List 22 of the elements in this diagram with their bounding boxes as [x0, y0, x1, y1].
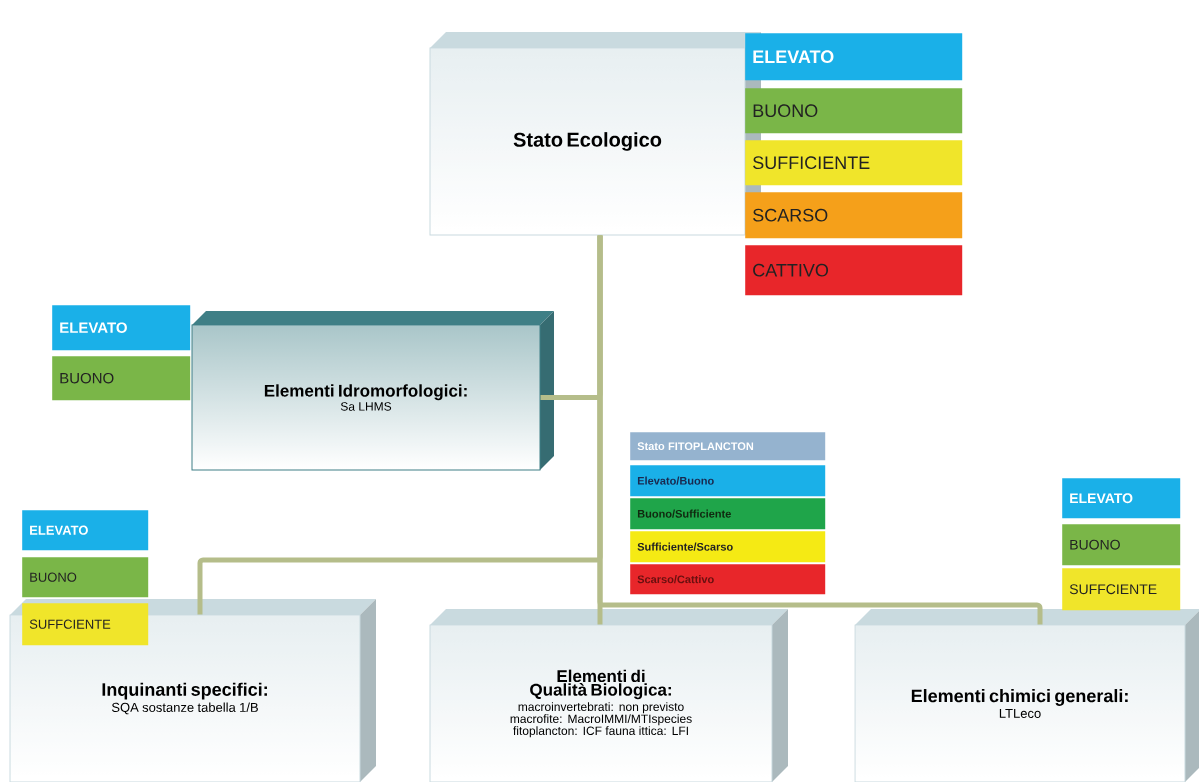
level-bar: SUFFICIENTE: [745, 140, 963, 186]
level-bar: ELEVATO: [52, 305, 191, 351]
level-bar: Elevato/Buono: [630, 465, 826, 497]
box-3d: Elementi Idromorfologici: Sa LHMS: [191, 311, 554, 471]
level-bar: SCARSO: [745, 192, 963, 239]
level-bar: BUONO: [1062, 524, 1181, 566]
connector-line: [597, 235, 1043, 625]
level-bar: CATTIVO: [745, 245, 963, 296]
level-bar: Stato FITOPLANCTON: [630, 432, 826, 461]
level-bar: SUFFCIENTE: [22, 603, 149, 646]
level-bar: SUFFCIENTE: [1062, 568, 1181, 611]
level-bar: BUONO: [22, 557, 149, 598]
level-bar: BUONO: [52, 356, 191, 401]
level-bar: Buono/Sufficiente: [630, 498, 826, 530]
level-bar: BUONO: [745, 88, 963, 134]
level-bar: Sufficiente/Scarso: [630, 531, 826, 563]
level-bar: ELEVATO: [1062, 478, 1181, 519]
box-3d: Elementi di Qualità Biologica: macroinvertebrati: non previsto macrofite: MacroIMMI/MTIspecies fitoplancton: ICF fauna ittica: LFI: [429, 609, 788, 782]
level-bar: ELEVATO: [745, 33, 963, 81]
box-3d: Elementi chimici generali: LTLeco: [854, 609, 1199, 782]
level-bar: ELEVATO: [22, 510, 149, 551]
level-bar: Scarso/Cattivo: [630, 564, 826, 595]
